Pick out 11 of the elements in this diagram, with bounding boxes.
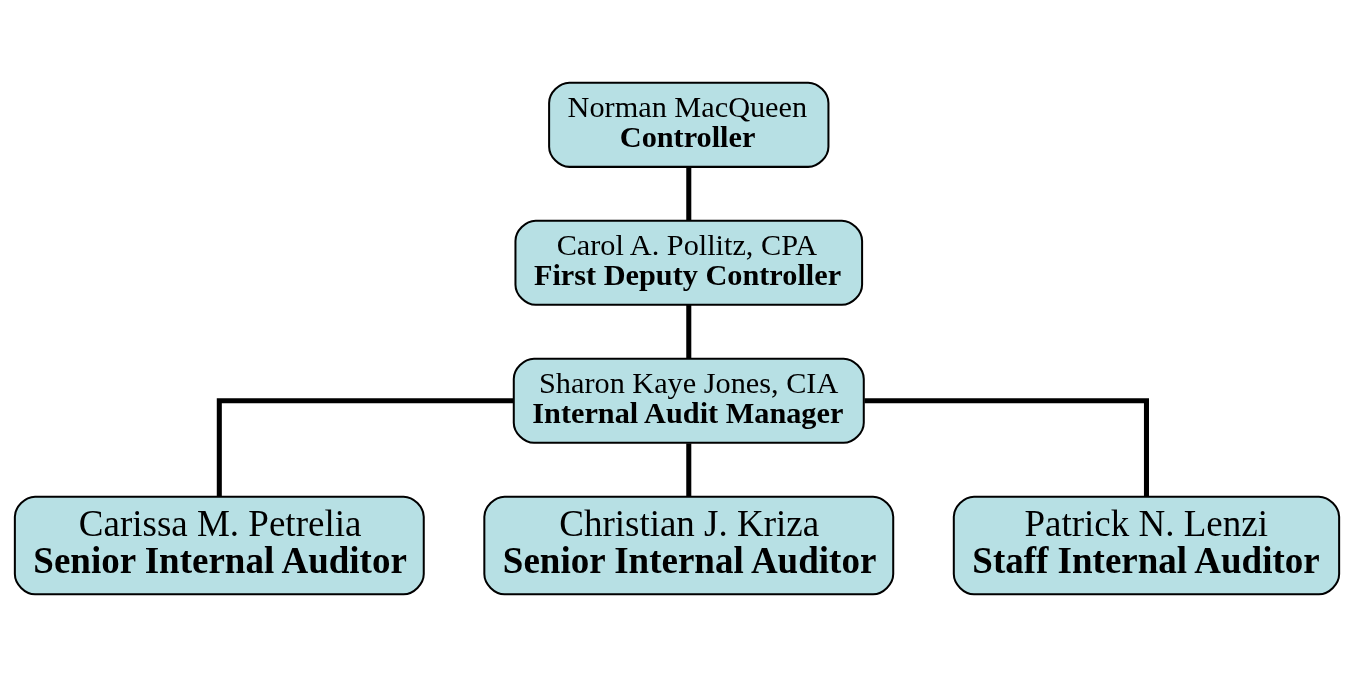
node-box: Carol A. Pollitz, CPA First Deputy Controller (514, 219, 864, 306)
node-box: Christian J. Kriza Senior Internal Auditor (483, 495, 895, 596)
connector (864, 398, 1149, 497)
node-box: Carissa M. Petrelia Senior Internal Auditor (13, 495, 425, 596)
node-box: Norman MacQueen Controller (548, 81, 830, 168)
node-box: Patrick N. Lenzi Staff Internal Auditor (952, 495, 1341, 596)
connector (216, 398, 514, 497)
connector (686, 443, 692, 497)
connector (686, 304, 692, 359)
connector (686, 166, 692, 221)
node-box: Sharon Kaye Jones, CIA Internal Audit Manager (512, 357, 865, 444)
